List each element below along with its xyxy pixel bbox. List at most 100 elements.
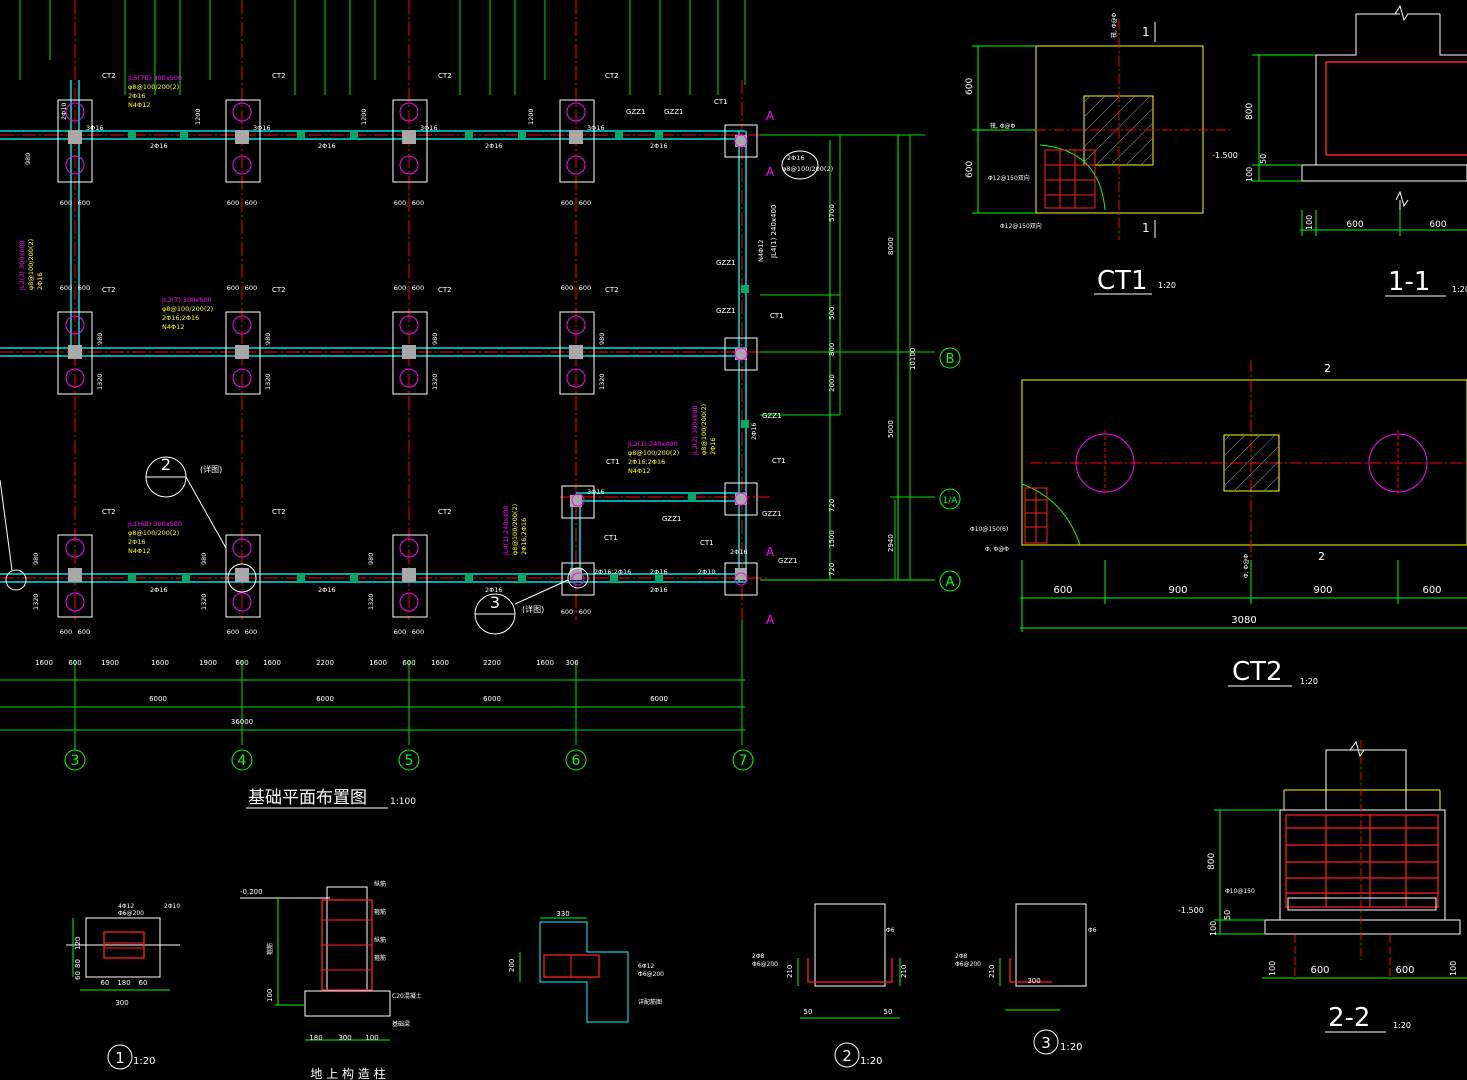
plan-piles	[65, 102, 748, 612]
dim-text: 1900	[199, 659, 217, 667]
ct2-caps	[57, 99, 595, 618]
dim-text: 600	[68, 659, 81, 667]
cap-dim: 600	[60, 284, 72, 292]
detail-dim: 50	[884, 1008, 893, 1016]
grid-bubble: 1/A	[939, 488, 961, 510]
section-marker-3: 3 (详图)	[474, 579, 569, 635]
cut-mark-a-3: A	[766, 545, 775, 559]
detail-column: -0.200 箍筋 100 纵筋 箍筋 纵筋 箍筋 C20混凝土 基础梁 180…	[240, 880, 422, 1080]
ct2-cut-mark: 2	[1318, 550, 1325, 563]
ct2-note: Φ, Φ@Φ	[985, 546, 1009, 553]
detail-dim: 210	[786, 965, 794, 978]
rebar-label: 2Φ16	[650, 568, 668, 576]
cap-dim: 600	[412, 199, 424, 207]
ct2-dim: 900	[1168, 585, 1187, 596]
beam-annotation: JL1(6B) 300x500	[127, 520, 182, 528]
s22-dim: 100	[1449, 961, 1458, 976]
dim-text: 2000	[828, 374, 836, 392]
rebar-note: 2Φ16	[36, 272, 44, 290]
ct1-caps	[561, 124, 758, 596]
dim-text: 300	[565, 659, 578, 667]
cap-dim: 1200	[194, 108, 202, 125]
ct2-note: Φ, Φ@Φ	[1243, 554, 1250, 578]
dim-text: 600	[235, 659, 248, 667]
s11-dim: 800	[1245, 103, 1255, 120]
grid-label: 7	[739, 753, 748, 769]
cut-mark-a-2: A	[766, 165, 775, 179]
ct1-note: Φ12@150双向	[1000, 222, 1042, 230]
detail-2-scale: 1:20	[860, 1056, 882, 1067]
rebar-note: φ8@100/200(2)	[128, 83, 179, 91]
grid-bubble: 4	[231, 749, 253, 771]
cap-dim: 600	[60, 628, 72, 636]
dim-text: 6000	[483, 695, 501, 703]
cap-label: CT2	[102, 72, 116, 80]
rebar-note: φ8@100/200(2)	[27, 239, 35, 290]
plan-green-lines	[0, 0, 935, 745]
detail-note: 纵筋	[374, 936, 386, 944]
ct1-detail: 600 600 1 1 筏, Φ@Φ Φ12@150双向 Φ12@150双向 筏…	[965, 12, 1230, 296]
s11-scale: 1:20	[1452, 285, 1467, 294]
plan-scale: 1:100	[390, 797, 416, 807]
cap-label: GZZ1	[716, 307, 735, 315]
rebar-note: φ8@100/200(2)	[700, 404, 708, 455]
grid-bubbles-x: 3 4 5 6 7	[64, 745, 754, 771]
dim-text: 1600	[263, 659, 281, 667]
beam-annotation: JL2(2) 300x600	[18, 240, 26, 291]
dim-text: 6000	[316, 695, 334, 703]
rebar-label: 3Φ16	[253, 124, 271, 132]
cap-labels: CT2 CT2 CT2 CT2 CT2 CT2 CT2 CT2 CT2 CT2 …	[102, 72, 797, 565]
detail-3: 210 2Φ8 Φ6@200 Φ6 300 3 1:20	[955, 903, 1097, 1055]
detail-note: 基础梁	[392, 1020, 410, 1028]
plan-title: 基础平面布置图	[248, 788, 367, 808]
rebar-label: 2Φ16	[150, 142, 168, 150]
grid-bubbles-y: B 1/A A	[939, 347, 961, 592]
dim-text: 10100	[909, 348, 917, 370]
detail-note: C20混凝土	[392, 992, 422, 1000]
rebar-label: 2Φ16	[650, 142, 668, 150]
grid-bubble: 3	[64, 745, 86, 771]
cap-dim: 600	[78, 628, 90, 636]
section-marker-2-label: 2	[161, 455, 171, 474]
cap-dim: 1320	[200, 593, 208, 610]
ct1-title: CT1	[1097, 266, 1148, 296]
detail-note: 箍筋	[374, 954, 386, 962]
detail-note: 2Φ10	[164, 903, 180, 910]
cap-dim: 1320	[598, 373, 606, 390]
grid-label: B	[946, 352, 955, 367]
beam-annotation: JL2(1) 240x400	[627, 440, 678, 448]
ct2-note: Φ10@150(6)	[970, 526, 1008, 533]
ct2-title: CT2	[1232, 657, 1283, 687]
rebar-label: 3Φ16	[587, 488, 605, 496]
cap-dim: 600	[412, 628, 424, 636]
beam-rebar-labels: 2Φ16 2Φ16 2Φ16 2Φ16 2Φ16 2Φ16 2Φ16 2Φ16 …	[86, 124, 833, 594]
cap-dim: 1320	[367, 593, 375, 610]
cap-dim: 600	[561, 608, 573, 616]
rebar-note: 2Φ10	[60, 102, 68, 120]
cap-label: GZZ1	[662, 515, 681, 523]
ct1-note: Φ12@150双向	[988, 174, 1030, 182]
cap-label: CT2	[438, 508, 452, 516]
detail-dim: 100	[266, 989, 274, 1002]
detail-dim: 60	[74, 971, 82, 980]
detail-dim: 60	[139, 979, 148, 987]
cap-label: CT2	[102, 286, 116, 294]
dim-text: 720	[828, 499, 836, 512]
s22-dim: 600	[1310, 965, 1329, 976]
rebar-label: 2Φ16	[318, 586, 336, 594]
dim-text: 36000	[231, 718, 253, 726]
rebar-label: 3Φ16	[420, 124, 438, 132]
cap-label: CT1	[604, 534, 618, 542]
cap-label: GZZ1	[626, 108, 645, 116]
s11-dim: 600	[1346, 220, 1363, 230]
s22-dim: 100	[1268, 961, 1277, 976]
cap-label: CT1	[772, 457, 786, 465]
s22-dim: 600	[1395, 965, 1414, 976]
rebar-note: N4Φ12	[162, 323, 184, 331]
rebar-note: φ8@100/200(2)	[511, 504, 519, 555]
cap-dim: 1320	[431, 373, 439, 390]
ct2-detail: 2 2 Φ10@150(6) Φ, Φ@Φ Φ, Φ@Φ 600 900 900…	[970, 360, 1467, 687]
detail-dim: 100	[365, 1034, 378, 1042]
detail-dim: 210	[988, 965, 996, 978]
cap-dim: 1320	[96, 373, 104, 390]
